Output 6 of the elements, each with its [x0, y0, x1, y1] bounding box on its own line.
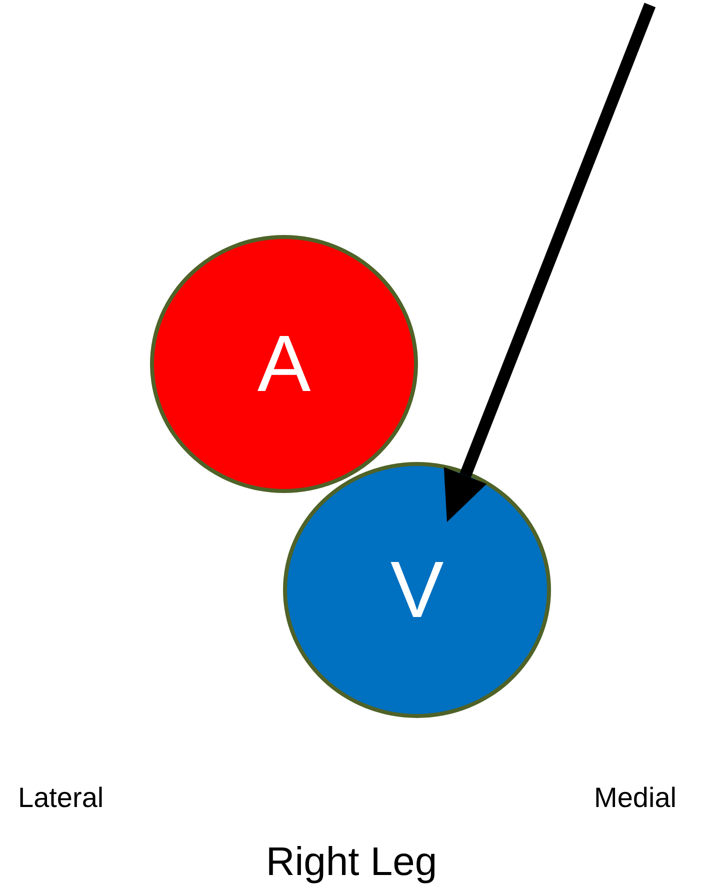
direction-label: Medial: [594, 782, 676, 814]
circle-label: A: [257, 324, 311, 404]
caption: Right Leg: [264, 840, 438, 885]
arrow: [444, 2, 656, 522]
circle-label: V: [390, 550, 444, 630]
direction-label: Lateral: [18, 782, 104, 814]
